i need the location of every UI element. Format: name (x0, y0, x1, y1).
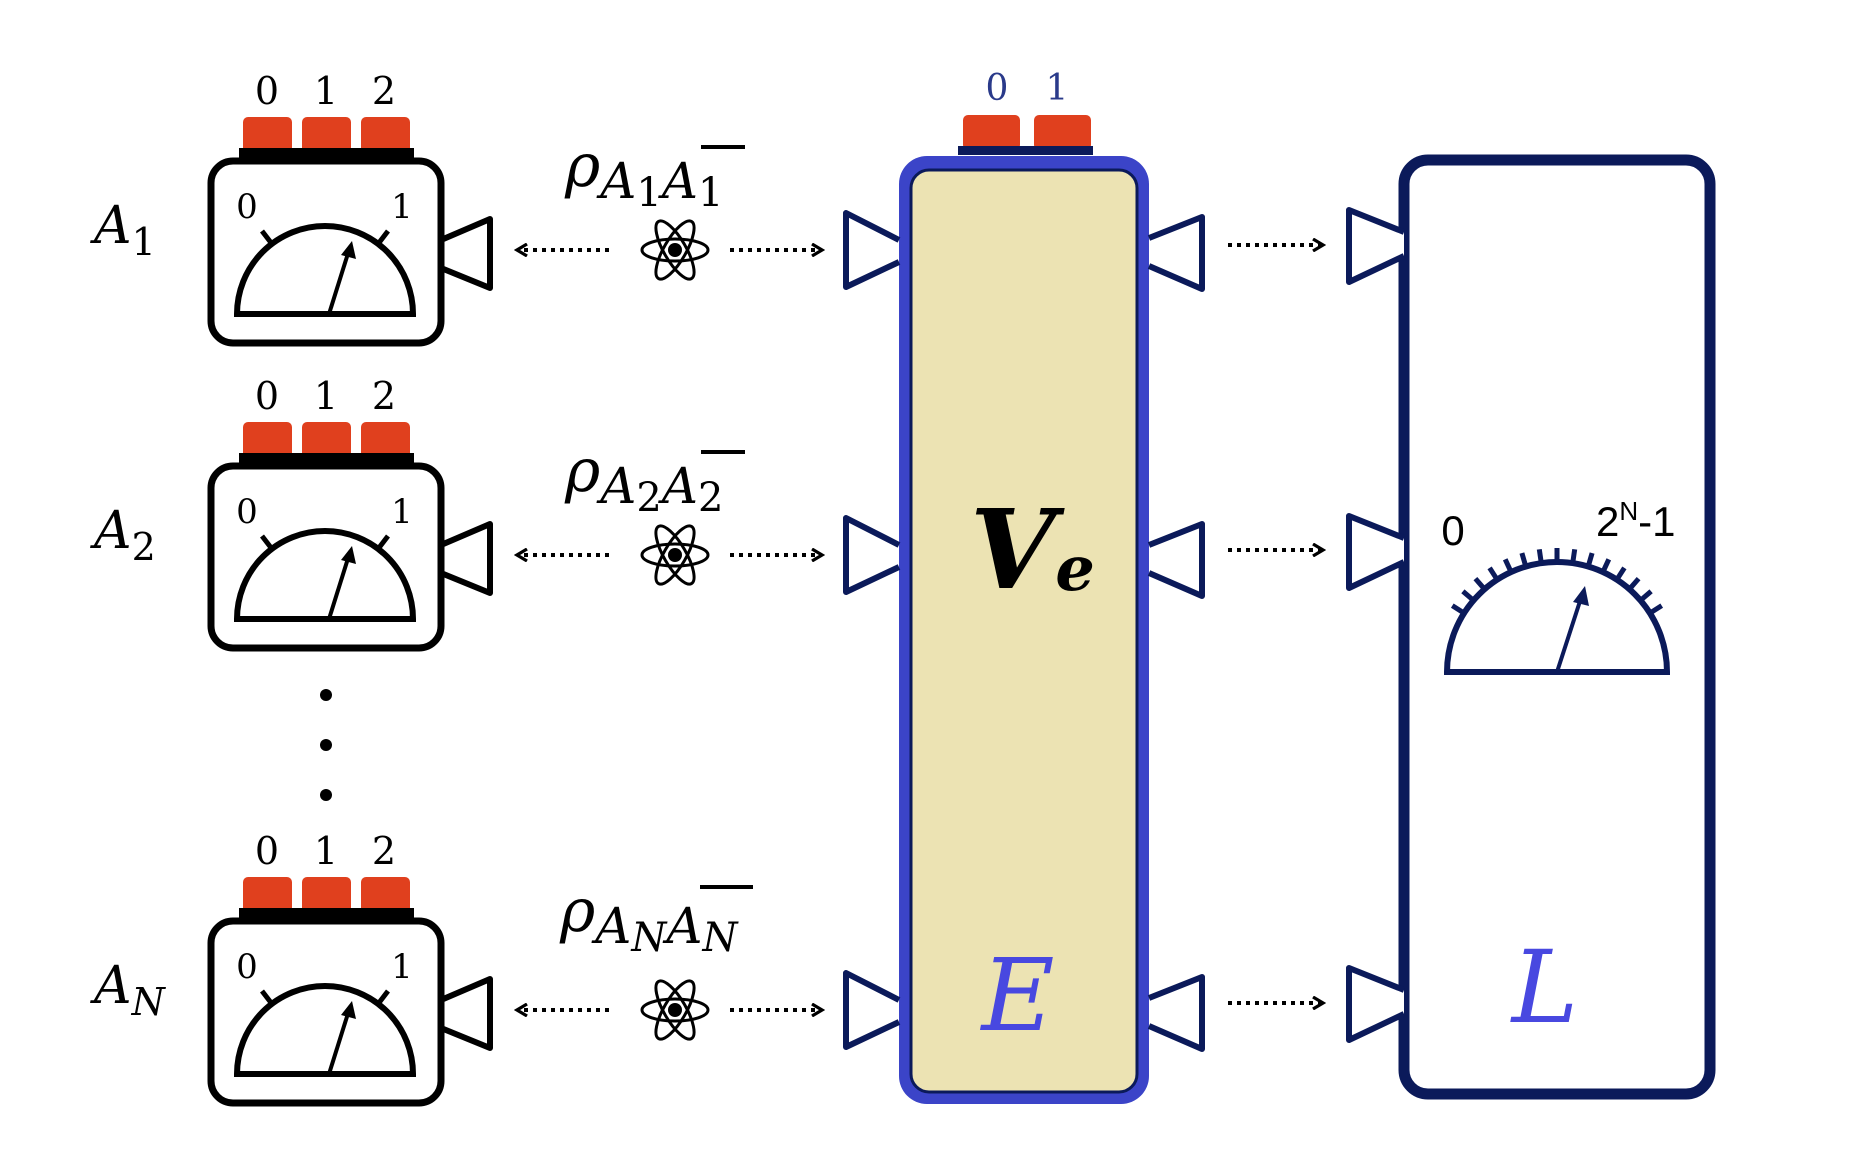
state-label: ρANAN (559, 876, 740, 961)
button-label-2: 2 (372, 374, 396, 418)
button-row: 0 1 2 (239, 374, 414, 463)
dial-tick (1487, 566, 1500, 582)
input-port-n (843, 970, 901, 1050)
atom-icon (640, 214, 710, 286)
setting-button-1[interactable] (302, 117, 351, 153)
button-label-0: 0 (255, 69, 279, 113)
setting-button-0[interactable] (243, 877, 292, 913)
device-a1: A1 0 1 2 0 1 ρA1A1 (90, 69, 822, 347)
device-label: A2 (90, 501, 156, 569)
state-label: ρA2A2 (564, 436, 723, 521)
dial-tick (1519, 552, 1529, 568)
button-base (958, 146, 1093, 155)
dial-tick (1614, 566, 1627, 582)
ellipsis-dots (320, 689, 332, 801)
setting-button-1[interactable] (302, 422, 351, 458)
dial-tick (1585, 552, 1595, 568)
dial-tick (1638, 589, 1653, 603)
setting-button-0[interactable] (243, 117, 292, 153)
output-port (439, 216, 493, 291)
setting-button-0[interactable] (963, 115, 1020, 150)
output-port-n (1147, 974, 1205, 1052)
dial-label-1: 1 (391, 492, 413, 532)
input-port-1 (843, 210, 901, 290)
dial-tick (1600, 558, 1612, 574)
button-label-2: 2 (372, 69, 396, 113)
setting-button-1[interactable] (1034, 115, 1091, 150)
dial-label-left: 0 (1441, 507, 1464, 554)
setting-button-2[interactable] (361, 422, 410, 458)
unitary-label: Ve (970, 485, 1095, 614)
unitary-panel (909, 168, 1139, 1094)
dial-tick (1627, 576, 1641, 591)
output-port-1 (1147, 214, 1205, 292)
dial-label-1: 1 (391, 187, 413, 227)
dial-tick (1648, 603, 1664, 616)
dial-tick (1450, 603, 1466, 616)
unitary-box-e: 0 1 Ve E (843, 68, 1205, 1104)
setting-button-1[interactable] (302, 877, 351, 913)
button-row: 0 1 2 (239, 829, 414, 918)
button-label-0: 0 (986, 68, 1009, 109)
atom-icon (640, 519, 710, 591)
dial-label-0: 0 (236, 947, 258, 987)
button-label-0: 0 (255, 374, 279, 418)
input-port-2 (843, 515, 901, 595)
setting-button-2[interactable] (361, 877, 410, 913)
button-label-1: 1 (314, 69, 338, 113)
output-port (439, 521, 493, 596)
dial-tick (1473, 576, 1487, 591)
button-row: 0 1 2 (239, 69, 414, 158)
box-letter: L (1510, 929, 1578, 1046)
button-label-0: 0 (255, 829, 279, 873)
output-port-2 (1147, 521, 1205, 599)
dial-label-right: 2N-1 (1596, 496, 1676, 545)
setting-button-0[interactable] (243, 422, 292, 458)
input-port-n (1346, 965, 1406, 1043)
device-label: AN (90, 956, 167, 1024)
meter-dial: 0 1 (233, 947, 417, 1077)
output-port (439, 976, 493, 1051)
box-letter: E (980, 937, 1055, 1054)
device-a2: A2 0 1 2 0 1 ρA2A2 (90, 374, 822, 652)
meter-dial: 0 1 (233, 187, 417, 317)
button-label-1: 1 (314, 829, 338, 873)
input-port-2 (1346, 513, 1406, 591)
dial-tick (1502, 558, 1514, 574)
button-base (239, 148, 414, 158)
dial-label-0: 0 (236, 492, 258, 532)
button-label-2: 2 (372, 829, 396, 873)
device-an: AN 0 1 2 0 1 ρANAN (90, 829, 822, 1107)
readout-dial: 0 2N-1 (1441, 496, 1676, 675)
setting-button-2[interactable] (361, 117, 410, 153)
button-label-1: 1 (1046, 68, 1069, 109)
meter-dial: 0 1 (233, 492, 417, 622)
dial-tick (1461, 589, 1476, 603)
input-port-1 (1346, 207, 1406, 285)
device-label: A1 (90, 196, 156, 264)
dial-label-0: 0 (236, 187, 258, 227)
button-base (239, 453, 414, 463)
atom-icon (640, 974, 710, 1046)
button-base (239, 908, 414, 918)
readout-box-l: 0 2N-1 L (1346, 154, 1716, 1100)
state-label: ρA1A1 (564, 131, 723, 216)
dial-tick (1570, 548, 1578, 564)
dial-tick (1536, 548, 1544, 564)
button-label-1: 1 (314, 374, 338, 418)
dial-label-1: 1 (391, 947, 413, 987)
